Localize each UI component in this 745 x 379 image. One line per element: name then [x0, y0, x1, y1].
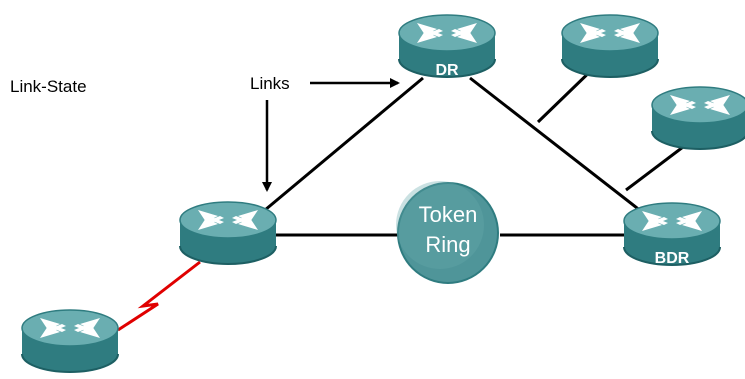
- link-right-branch: [625, 145, 684, 192]
- router-icon: [21, 309, 119, 373]
- router-right: [651, 86, 745, 150]
- router-left: [179, 201, 277, 265]
- router-icon: [561, 14, 659, 78]
- serial-link: [117, 260, 201, 332]
- token-ring-label-line1: Token: [419, 202, 478, 227]
- router-icon: [651, 86, 745, 150]
- link-dr-bdr: [469, 76, 656, 224]
- router-bottom-left: [21, 309, 119, 373]
- links-annotation: Links: [250, 74, 290, 93]
- diagram-title: Link-State: [10, 77, 87, 96]
- router-icon: [179, 201, 277, 265]
- router-dr-label: DR: [435, 62, 459, 79]
- router-bdr-label: BDR: [655, 250, 690, 267]
- link-left-dr: [264, 76, 424, 212]
- router-bdr: BDR: [623, 202, 721, 267]
- token-ring-icon: [396, 181, 499, 284]
- router-dr: DR: [398, 14, 496, 79]
- router-top-right: [561, 14, 659, 78]
- token-ring-label-line2: Ring: [425, 232, 470, 257]
